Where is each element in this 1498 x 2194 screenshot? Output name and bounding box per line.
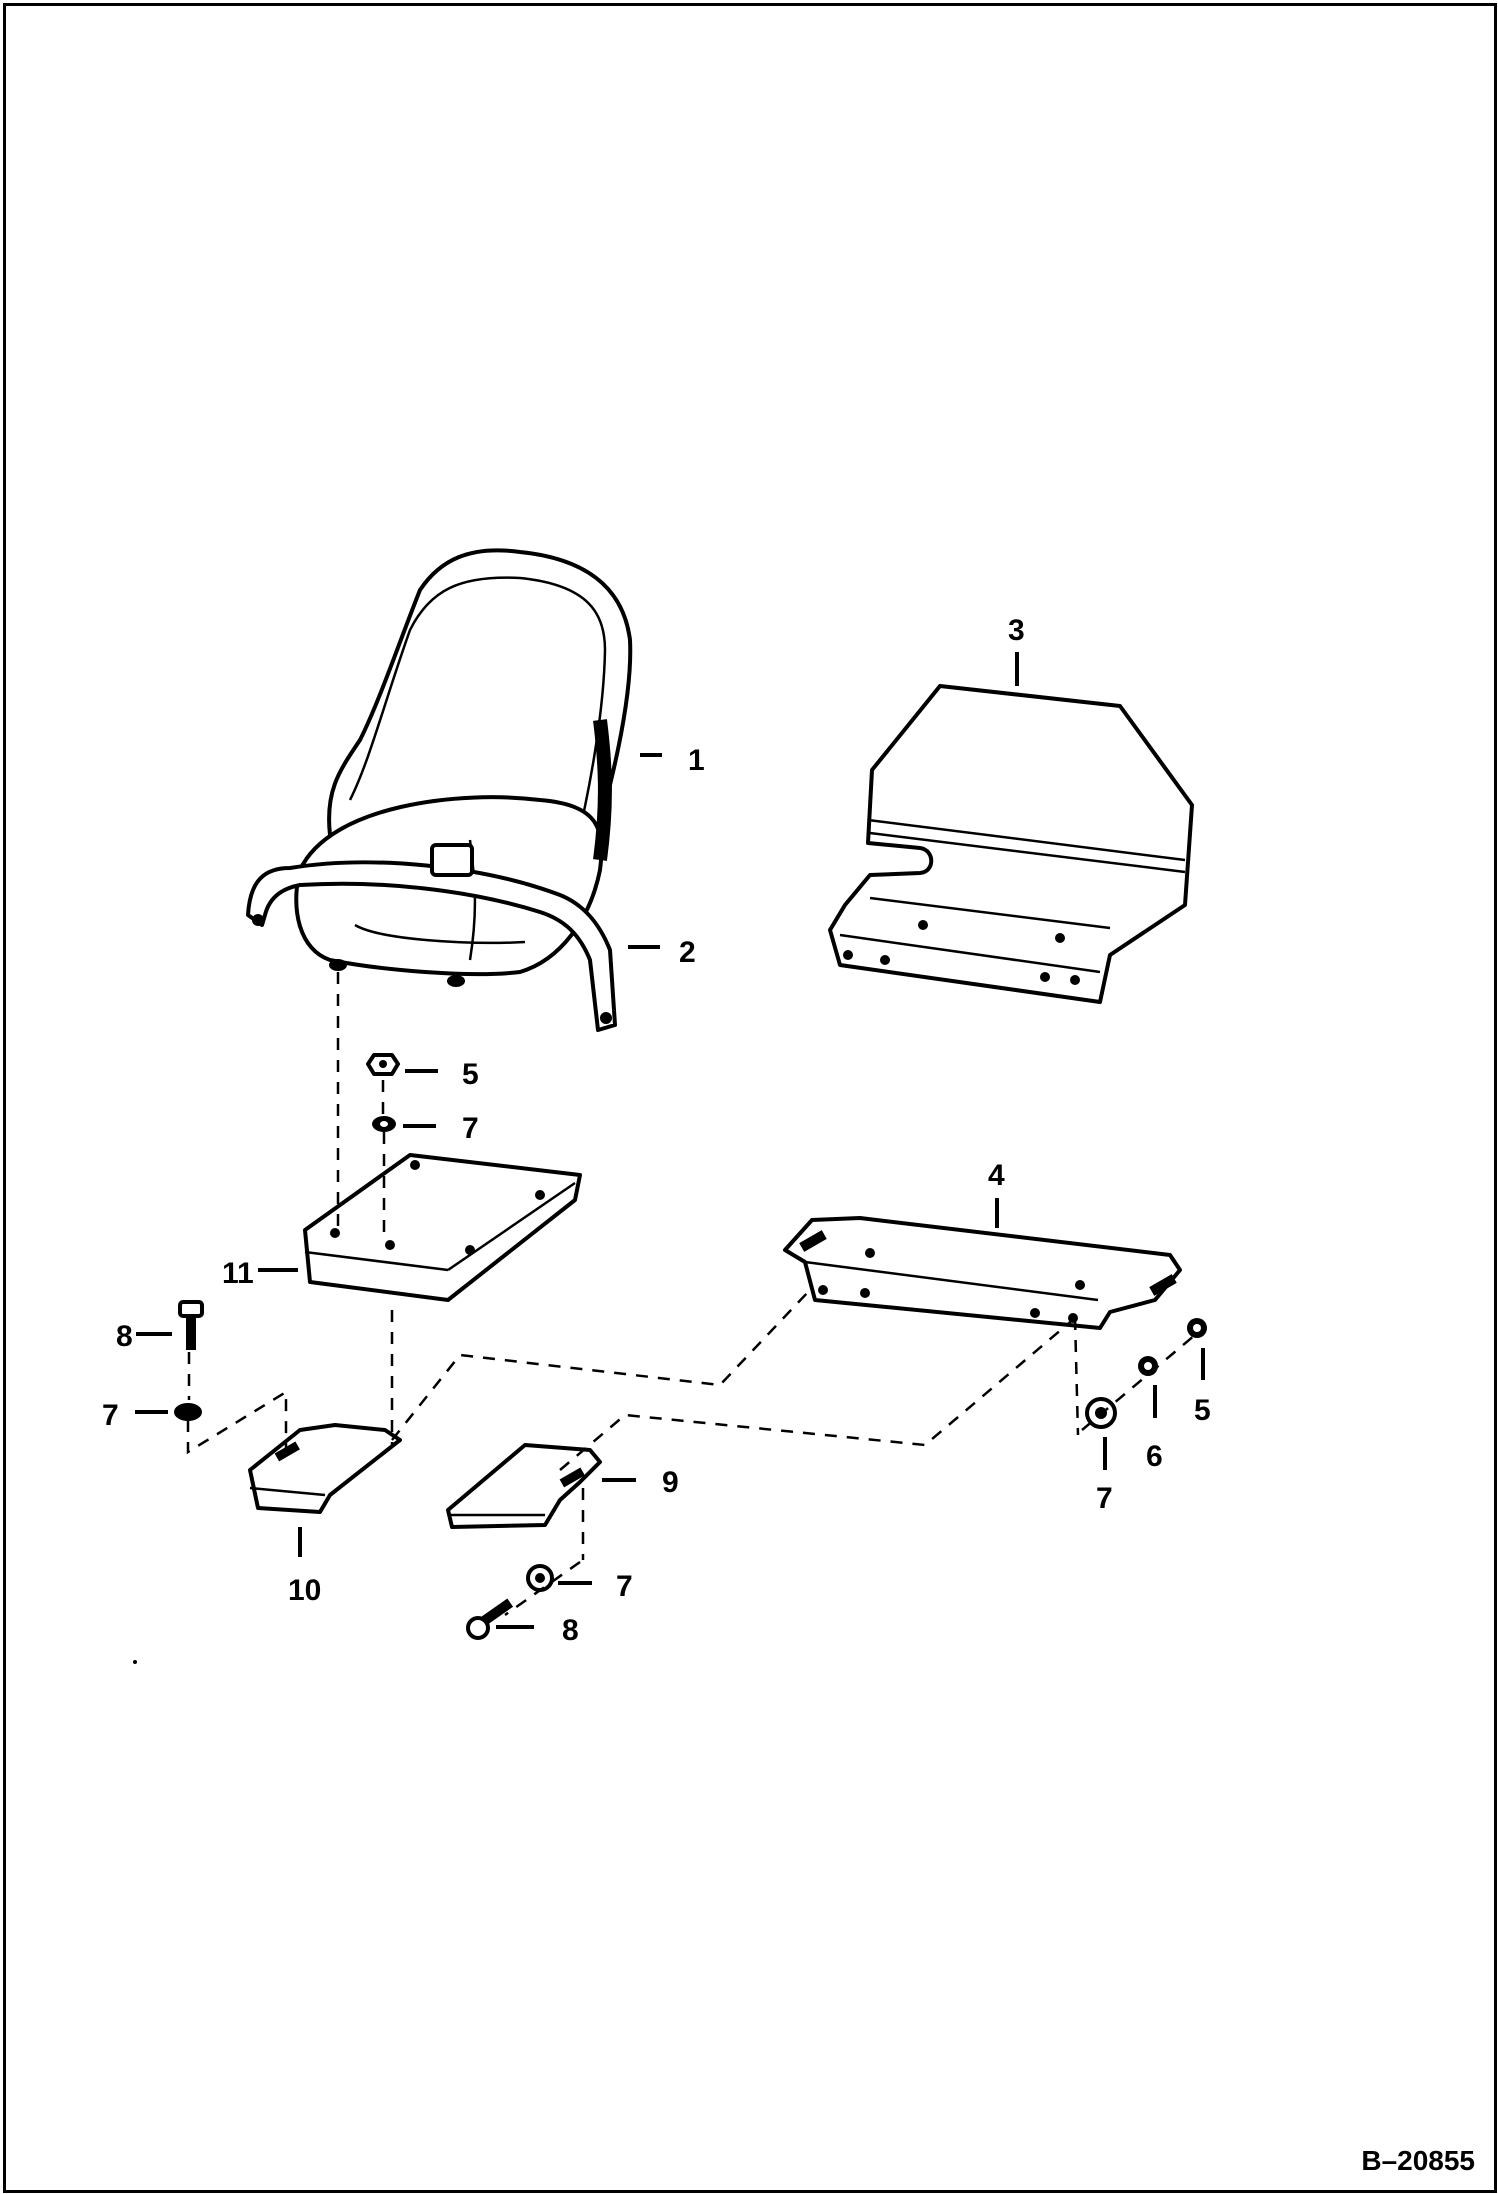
lockwasher-part-6 [1138,1356,1158,1376]
washer-part-7-lower [526,1564,554,1592]
slide-plate-part-11 [303,1153,582,1302]
seat-panel-part-3 [828,684,1194,1004]
callout-5-right: 5 [1194,1394,1211,1427]
callout-8-lower: 8 [562,1614,579,1647]
callout-11: 11 [222,1257,254,1290]
washer-part-7-left [174,1403,202,1421]
nut-part-5-left [366,1053,400,1076]
bracket-part-10 [248,1423,402,1514]
callout-9: 9 [662,1466,679,1499]
callout-8-upper: 8 [116,1320,133,1353]
callout-3: 3 [1008,614,1025,647]
callout-5-left: 5 [462,1058,479,1091]
bracket-part-9 [446,1443,602,1529]
nut-part-5-right [1187,1318,1207,1338]
washer-part-7-upper [372,1116,396,1132]
callout-10: 10 [288,1574,321,1607]
bolt-part-8-lower [466,1598,514,1640]
callout-4: 4 [988,1159,1005,1192]
mount-plate-part-4 [783,1216,1182,1330]
callout-1: 1 [688,744,705,777]
callout-7-left: 7 [102,1399,119,1432]
callout-6: 6 [1146,1440,1163,1473]
bolt-part-8-upper [178,1300,204,1350]
callout-7-upper: 7 [462,1112,479,1145]
drawing-number: B–20855 [1361,2145,1475,2176]
callout-7-right: 7 [1096,1482,1113,1515]
callout-7-lower: 7 [616,1570,633,1603]
drawing-frame [3,3,1497,2193]
assembly-lines [186,972,1196,1617]
seat-bar-part-2 [246,843,617,1032]
callout-2: 2 [679,936,696,969]
stray-dot [133,1660,137,1664]
leader-lines [135,652,1205,1629]
